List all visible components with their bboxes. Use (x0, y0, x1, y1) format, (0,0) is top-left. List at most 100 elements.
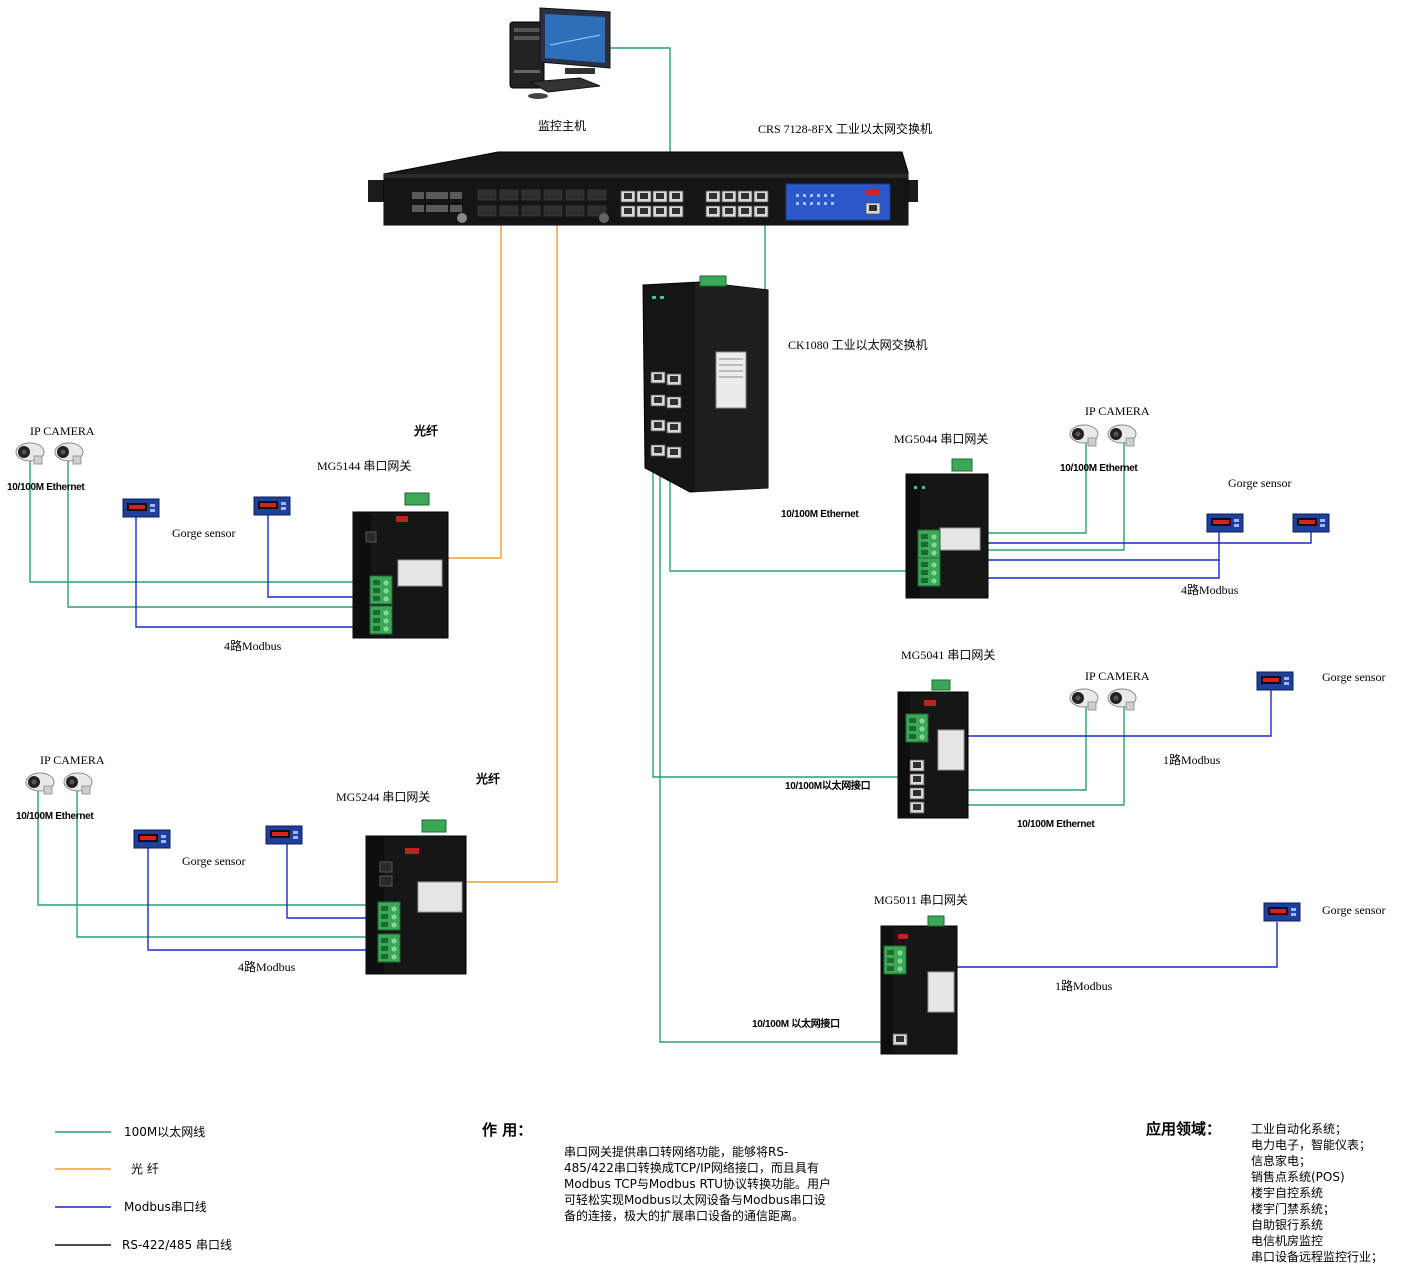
label-mg5041: MG5041 串口网关 (901, 648, 995, 662)
sensor-icon (265, 825, 303, 845)
camera-icon (25, 772, 55, 795)
modbus-line-a1 (267, 515, 372, 598)
label-monitor-host: 监控主机 (538, 119, 586, 133)
ethernet-line-cam-a2 (67, 460, 375, 608)
modbus-lines (135, 515, 1312, 968)
camera-icon (15, 442, 45, 465)
application-item: 楼宇自控系统 (1251, 1186, 1324, 1200)
application-item: 自助银行系统 (1251, 1218, 1324, 1232)
ethernet-line-host (609, 47, 671, 190)
label-ethernet-d: 10/100M Ethernet (1017, 819, 1095, 830)
label-mg5044: MG5044 串口网关 (894, 432, 988, 446)
legend-label-fiber: 光 纤 (131, 1162, 159, 1176)
label-ip-camera-b: IP CAMERA (40, 753, 105, 767)
label-modbus-c: 4路Modbus (1181, 582, 1239, 597)
ethernet-line-cam-b2 (76, 790, 380, 938)
label-sensor-c: Gorge sensor (1228, 476, 1291, 490)
label-ethernet-ck: 10/100M Ethernet (781, 509, 859, 520)
legend-label-ethernet: 100M以太网线 (124, 1124, 205, 1139)
label-ip-camera-c: IP CAMERA (1085, 404, 1150, 418)
application-item: 销售点系统(POS) (1251, 1170, 1345, 1184)
label-ethernet-a: 10/100M Ethernet (7, 482, 85, 493)
ethernet-line-cam-a1 (29, 460, 375, 583)
sensor-icon (1263, 902, 1301, 922)
label-mg5144: MG5144 串口网关 (317, 459, 411, 473)
camera-icon (1069, 688, 1099, 711)
sensor-icon (122, 498, 160, 518)
camera-icon (1107, 424, 1137, 447)
monitor-host-pc (509, 7, 611, 99)
ethernet-line-cam-d1 (912, 707, 1087, 791)
mg5044-gateway (905, 458, 989, 599)
fiber-line-mg5144 (370, 222, 502, 559)
application-item: 电信机房监控 (1251, 1234, 1324, 1248)
label-modbus-a: 4路Modbus (224, 638, 282, 653)
modbus-line-c2 (930, 531, 1312, 544)
label-sensor-b: Gorge sensor (182, 854, 245, 868)
application-item: 串口设备远程监控行业； (1251, 1250, 1384, 1264)
label-fiber-a: 光纤 (413, 423, 438, 438)
ethernet-line-cam-d2 (912, 707, 1125, 806)
application-item: 电力电子，智能仪表； (1251, 1138, 1372, 1152)
diagram-labels: 监控主机 CRS 7128-8FX 工业以太网交换机 CK1080 工业以太网交… (7, 119, 1385, 1030)
label-eth-port-d: 10/100M以太网接口 (785, 779, 870, 792)
label-mg5011: MG5011 串口网关 (874, 893, 968, 907)
legend-label-modbus: Modbus串口线 (124, 1200, 207, 1214)
sensor-icon (1292, 513, 1330, 533)
label-eth-port-e: 10/100M 以太网接口 (752, 1017, 840, 1030)
label-ip-camera-a: IP CAMERA (30, 424, 95, 438)
label-ethernet-c: 10/100M Ethernet (1060, 463, 1138, 474)
sensor-icon (133, 829, 171, 849)
label-modbus-b: 4路Modbus (238, 959, 296, 974)
camera-group-d (1069, 688, 1137, 711)
description-heading: 作 用： (482, 1121, 533, 1139)
camera-group-a (15, 442, 84, 465)
ethernet-lines (29, 47, 1125, 1043)
legend: 100M以太网线 光 纤 Modbus串口线 RS-422/485 串口线 (55, 1124, 232, 1252)
label-ck-switch: CK1080 工业以太网交换机 (788, 337, 928, 352)
sensor-icon (1206, 513, 1244, 533)
modbus-line-a2 (135, 517, 372, 628)
application-item: 工业自动化系统； (1251, 1122, 1348, 1136)
ethernet-line-ck-to-mg5041 (652, 466, 912, 778)
ethernet-line-cam-b1 (37, 790, 380, 906)
ethernet-line-cam-c2 (930, 442, 1125, 551)
label-ip-camera-d: IP CAMERA (1085, 669, 1150, 683)
ck1080-switch (642, 275, 769, 493)
modbus-line-e1 (898, 922, 1278, 968)
label-mg5244: MG5244 串口网关 (336, 790, 430, 804)
applications-list: 工业自动化系统； 电力电子，智能仪表； 信息家电； 销售点系统(POS) 楼宇自… (1251, 1121, 1383, 1265)
crs-7128-switch (368, 151, 918, 226)
label-modbus-e: 1路Modbus (1055, 978, 1113, 993)
modbus-line-b1 (286, 844, 382, 919)
modbus-line-c3 (930, 560, 1220, 579)
applications-heading: 应用领域： (1146, 1120, 1222, 1138)
mg5011-gateway (880, 915, 958, 1055)
mg5041-gateway (897, 679, 969, 819)
modbus-line-b2 (147, 848, 382, 951)
modbus-line-d1 (920, 690, 1272, 737)
label-ethernet-b: 10/100M Ethernet (16, 811, 94, 822)
camera-icon (1069, 424, 1099, 447)
label-sensor-a: Gorge sensor (172, 526, 235, 540)
camera-group-b (25, 772, 93, 795)
sensor-icon (1256, 671, 1294, 691)
label-fiber-b: 光纤 (475, 771, 500, 786)
application-item: 信息家电； (1251, 1154, 1312, 1168)
label-modbus-d: 1路Modbus (1163, 752, 1221, 767)
label-sensor-e: Gorge sensor (1322, 903, 1385, 917)
camera-icon (63, 772, 93, 795)
mg5144-gateway (352, 492, 449, 639)
camera-group-c (1069, 424, 1137, 447)
application-item: 楼宇门禁系统； (1251, 1202, 1336, 1216)
label-crs-switch: CRS 7128-8FX 工业以太网交换机 (758, 121, 932, 136)
mg5244-gateway (365, 819, 467, 975)
sensor-icon (253, 496, 291, 516)
camera-icon (1107, 688, 1137, 711)
label-sensor-d: Gorge sensor (1322, 670, 1385, 684)
camera-icon (54, 442, 84, 465)
description-text: 串口网关提供串口转网络功能，能够将RS-485/422串口转换成TCP/IP网络… (564, 1145, 832, 1223)
ethernet-line-ck-to-mg5044 (669, 466, 920, 572)
legend-label-rs485: RS-422/485 串口线 (122, 1238, 232, 1252)
